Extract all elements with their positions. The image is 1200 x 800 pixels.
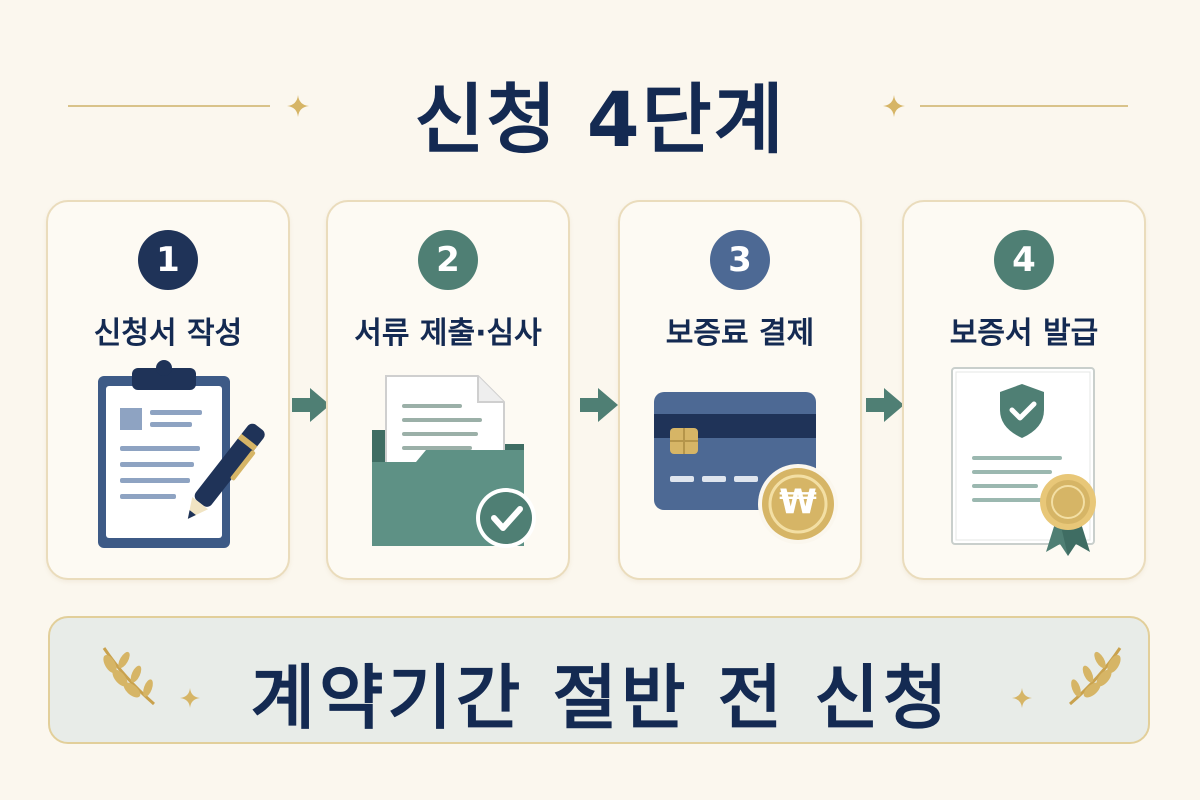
step-number-badge: 4 [994, 230, 1054, 290]
step-label: 보증서 발급 [949, 316, 1099, 351]
step-label: 서류 제출·심사 [354, 316, 542, 351]
banner-text: 계약기간 절반 전 신청 [250, 657, 952, 739]
clipboard-pen-icon [98, 360, 265, 548]
card-won-coin-icon [654, 392, 838, 544]
step-card-2: 2 서류 제출·심사 [326, 200, 570, 580]
step-number-badge: 3 [710, 230, 770, 290]
sparkle-icon [1012, 688, 1032, 708]
step-number-badge: 1 [138, 230, 198, 290]
title-divider-right [920, 105, 1128, 107]
laurel-left-icon [102, 647, 155, 706]
deadline-banner: 계약기간 절반 전 신청 [48, 616, 1150, 744]
step-label: 보증료 결제 [665, 316, 815, 351]
certificate-shield-icon [951, 367, 1096, 556]
step-card-4: 4 보증서 발급 [902, 200, 1146, 580]
laurel-right-icon [1069, 647, 1122, 706]
arrow-right-icon [292, 388, 330, 422]
arrow-right-icon [866, 388, 904, 422]
title-row: 신청 4단계 [0, 50, 1200, 164]
page-title: 신청 4단계 [414, 75, 786, 164]
folder-check-icon [372, 375, 536, 548]
sparkle-icon [287, 95, 309, 117]
sparkle-icon [883, 95, 905, 117]
won-symbol: ₩ [779, 482, 817, 522]
step-number-badge: 2 [418, 230, 478, 290]
step-label: 신청서 작성 [93, 316, 243, 351]
arrow-right-icon [580, 388, 618, 422]
sparkle-icon [180, 688, 200, 708]
step-card-3: 3 보증료 결제 ₩ [618, 200, 862, 580]
step-card-1: 1 신청서 작성 [46, 200, 290, 580]
title-divider-left [68, 105, 270, 107]
